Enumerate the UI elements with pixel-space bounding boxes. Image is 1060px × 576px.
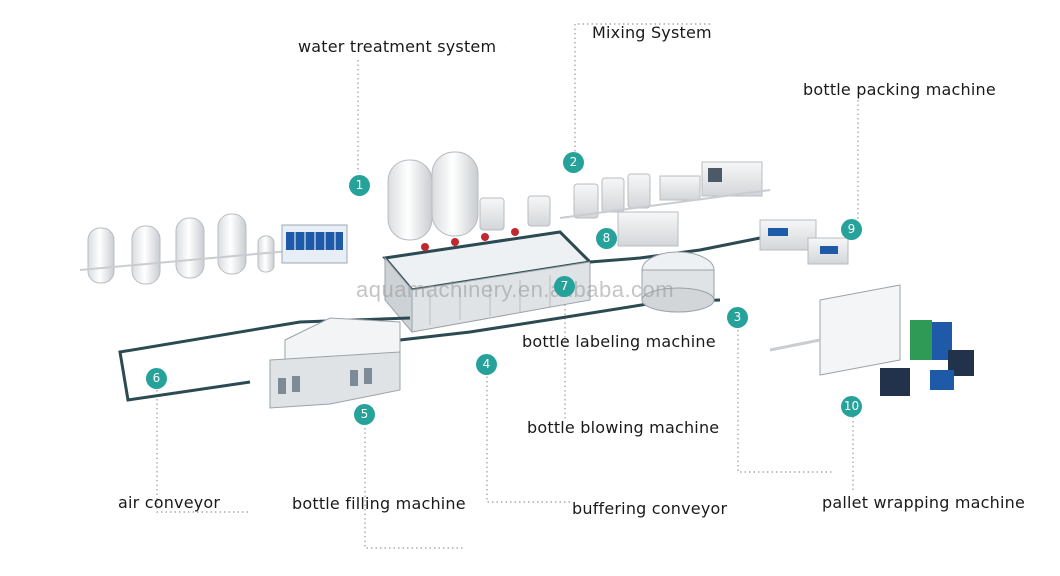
label-air-conveyor: air conveyor [118, 493, 221, 512]
filling-machine-body [269, 317, 401, 409]
label-pallet-wrapping: pallet wrapping machine [822, 493, 1026, 512]
marker-3: 3 [727, 307, 748, 328]
water-treatment-tanks [79, 213, 348, 285]
label-mixing-system: Mixing System [592, 23, 712, 42]
leader-lines [156, 23, 859, 549]
marker-9: 9 [841, 219, 862, 240]
marker-7: 7 [554, 276, 575, 297]
marker-4: 4 [476, 354, 497, 375]
label-bottle-blowing: bottle blowing machine [527, 418, 720, 437]
marker-10: 10 [841, 396, 862, 417]
marker-6: 6 [146, 368, 167, 389]
packing-machine-body [759, 219, 849, 265]
marker-8: 8 [596, 228, 617, 249]
label-bottle-packing: bottle packing machine [803, 80, 996, 99]
label-bottle-filling: bottle filling machine [292, 494, 466, 513]
mixing-system-units [559, 161, 771, 219]
pallet-wrapping-area [769, 284, 974, 396]
storage-tanks [387, 151, 551, 241]
marker-5: 5 [354, 404, 375, 425]
label-water-treatment: water treatment system [298, 37, 497, 56]
labeling-machine-body [617, 211, 715, 313]
marker-2: 2 [563, 152, 584, 173]
watermark: aquamachinery.en.alibaba.com [356, 277, 675, 302]
blowing-machine-body [382, 228, 594, 334]
label-bottle-labeling: bottle labeling machine [522, 332, 716, 351]
marker-1: 1 [349, 175, 370, 196]
label-buffering-conveyor: buffering conveyor [572, 499, 728, 518]
